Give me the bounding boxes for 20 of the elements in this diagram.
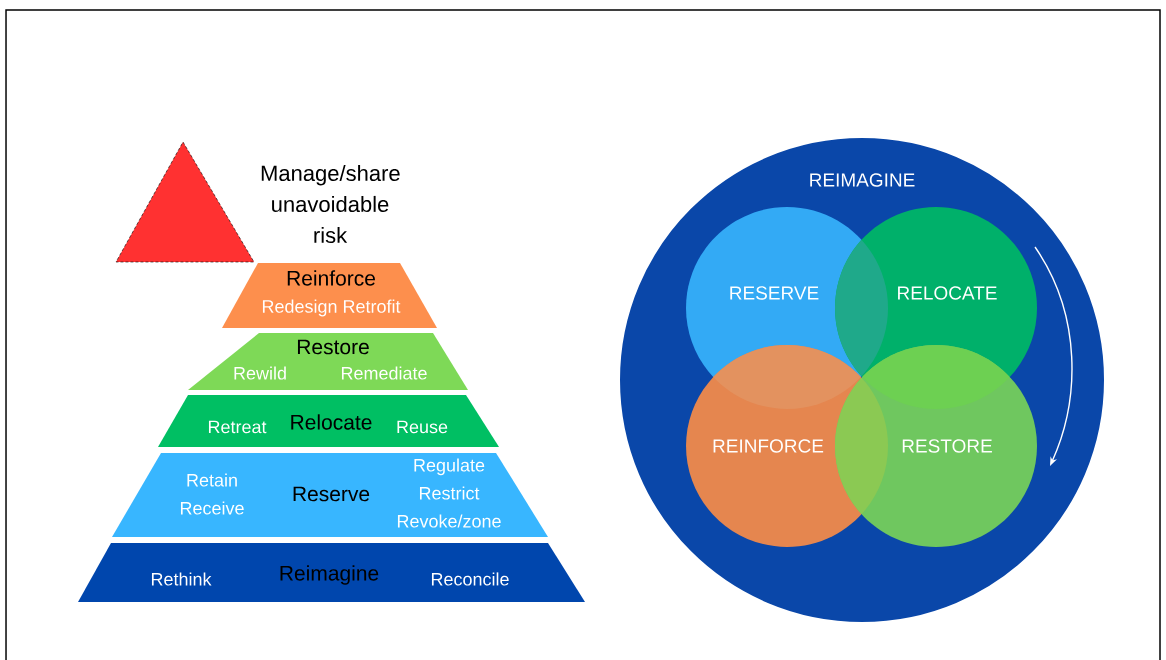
action-label: Reconcile <box>431 572 509 586</box>
level-title: Restore <box>297 339 369 355</box>
level-title: Relocate <box>291 414 372 430</box>
level-title: Reinforce <box>287 270 375 286</box>
circle-label: REIMAGINE <box>810 173 915 187</box>
circle-label: RESERVE <box>730 286 819 300</box>
action-label: Redesign Retrofit <box>262 299 401 317</box>
action-label: Retain Receive <box>180 473 244 515</box>
action-label: Rethink <box>151 572 212 586</box>
side-note: Manage/share unavoidable risk <box>261 164 400 244</box>
action-label: Reuse <box>397 420 448 434</box>
level-title: Reimagine <box>280 565 379 585</box>
action-label: Rewild <box>234 366 286 380</box>
circle-label: RESTORE <box>902 439 992 453</box>
action-label: Remediate <box>341 366 427 380</box>
action-label: Regulate Restrict Revoke/zone <box>397 458 501 528</box>
level-title: Reserve <box>293 486 370 502</box>
circle-label: RELOCATE <box>898 286 997 300</box>
action-label: Retreat <box>208 420 267 434</box>
circle-label: REINFORCE <box>713 439 824 453</box>
